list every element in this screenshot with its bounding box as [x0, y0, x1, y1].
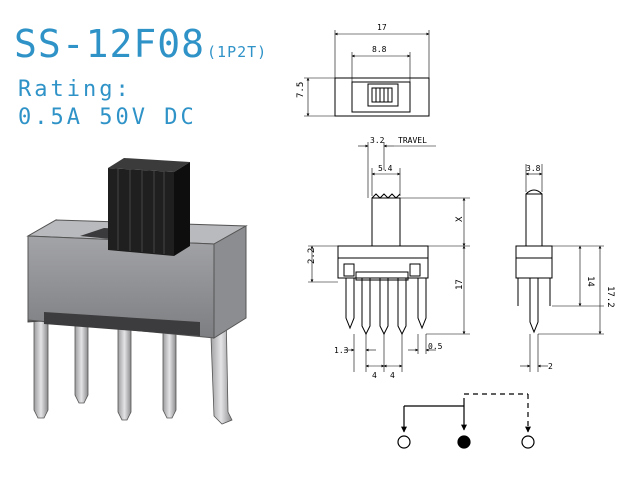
rating-label: Rating: — [18, 77, 132, 102]
dim-side-body: 14 — [585, 276, 595, 287]
product-title: SS-12F08(1P2T) — [14, 22, 267, 66]
dim-actuator-width: 5.4 — [378, 164, 393, 173]
dim-top-width: 17 — [377, 23, 387, 32]
front-view-drawing — [308, 142, 470, 372]
dim-pin-offset: 1.3 — [334, 346, 349, 355]
dim-top-window: 8.8 — [372, 45, 387, 54]
circuit-schematic — [397, 393, 535, 449]
dim-top-height: 7.5 — [296, 82, 306, 98]
side-view-drawing — [515, 164, 604, 372]
dim-side-overall: 17.2 — [605, 286, 615, 308]
travel-label: TRAVEL — [398, 136, 427, 145]
terminal-common — [457, 435, 471, 449]
top-view-drawing — [304, 30, 430, 117]
dim-side-actuator: 3.8 — [526, 164, 541, 173]
model-name: SS-12F08 — [14, 22, 206, 66]
dim-body-height: 2.2 — [307, 248, 317, 264]
terminal-right — [521, 435, 535, 449]
dim-pin-pitch-1: 4 — [372, 371, 377, 380]
switch-actuator — [108, 158, 190, 256]
dim-pin-pitch-2: 4 — [390, 371, 395, 380]
terminal-left — [397, 435, 411, 449]
dim-x: X — [455, 216, 465, 222]
switch-photo — [26, 158, 248, 425]
dim-total-height: 17 — [455, 279, 465, 290]
dim-travel: 3.2 — [370, 136, 385, 145]
rating-block: Rating: 0.5A 50V DC — [18, 76, 197, 132]
rating-value: 0.5A 50V DC — [18, 105, 197, 130]
dim-side-pin: 2 — [548, 362, 553, 371]
pole-config: (1P2T) — [207, 43, 268, 61]
dim-pin-thickness: 0.5 — [428, 342, 443, 351]
